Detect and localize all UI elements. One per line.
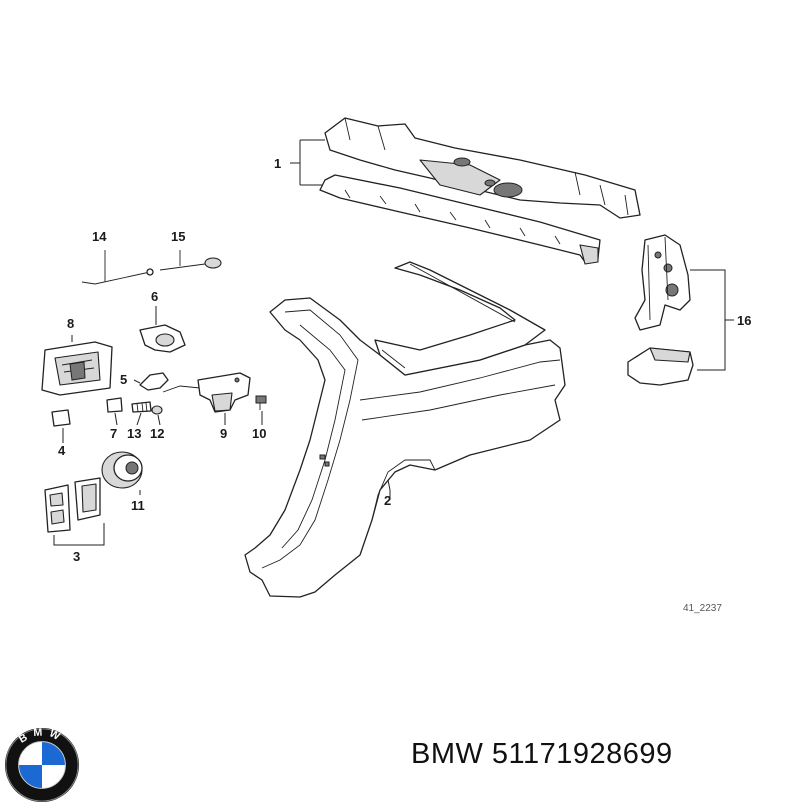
callout-4: 4 [58,443,66,458]
part-9-actuator [162,372,251,413]
callout-12: 12 [150,426,164,441]
part-12-bush [151,405,163,415]
part-16-bracket [627,234,694,386]
part-10-screw [255,395,267,410]
callout-16: 16 [737,313,751,328]
part-3-bracket-set [44,477,101,533]
callout-10: 10 [252,426,266,441]
part-7-fitting [106,397,123,413]
callout-5: 5 [120,372,127,387]
part-4-clip [51,409,71,427]
callout-labels: 1 2 3 4 5 6 7 8 9 10 11 12 13 14 15 16 [58,156,751,564]
part-caption: BMW 51171928699 [411,738,673,770]
part-13-spring [131,401,152,413]
part-8-filler-housing [41,341,113,396]
part-14-cable [81,250,154,285]
leader-lines [53,139,734,546]
callout-13: 13 [127,426,141,441]
part-6-hinge [139,324,186,353]
part-11-boot [101,451,143,489]
callout-6: 6 [151,289,158,304]
drawing-number: 41_2237 [683,603,722,614]
callout-11: 11 [131,498,145,513]
callout-2: 2 [384,493,391,508]
part-15-cable-end [159,250,222,271]
callout-15: 15 [171,229,185,244]
callout-3: 3 [73,549,80,564]
part-5-clip [139,372,169,391]
callout-8: 8 [67,316,74,331]
part-2-side-panel [244,261,566,598]
callout-1: 1 [274,156,281,171]
callout-14: 14 [92,229,107,244]
bmw-logo: BMW [4,726,80,803]
logo-quadrants [18,741,66,789]
callout-9: 9 [220,426,227,441]
part-1-cross-member [319,117,641,265]
callout-7: 7 [110,426,117,441]
